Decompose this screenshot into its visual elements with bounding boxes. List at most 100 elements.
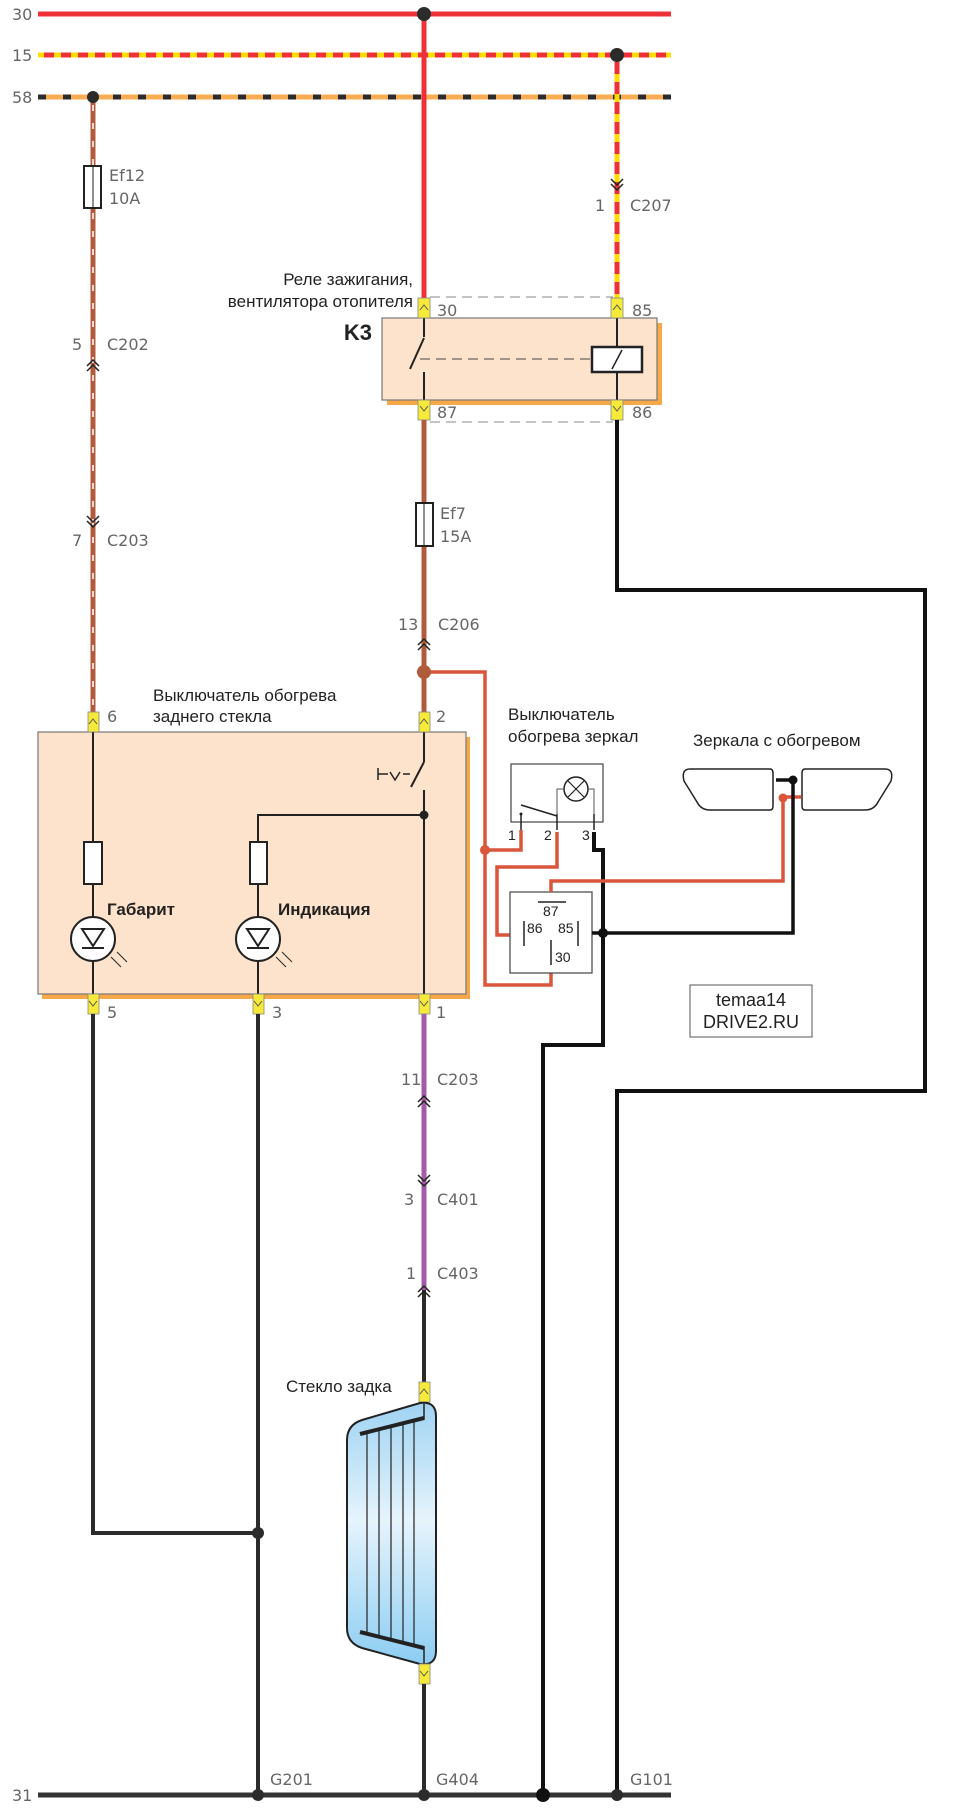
fuse-ef7: [415, 502, 434, 547]
connector-c202-pin: 5: [72, 335, 82, 354]
connector-c203a-pin: 7: [72, 531, 82, 550]
mirror-relay: [509, 891, 593, 974]
mirror-right-icon: [801, 768, 893, 811]
connector-c207-label: C207: [630, 196, 672, 215]
switch-pin-5-label: 5: [107, 1003, 117, 1022]
pin-glass-bottom: [418, 1663, 431, 1685]
connector-c401-icon: [417, 1174, 431, 1188]
connector-c207-pin: 1: [595, 196, 605, 215]
relay-k3: [381, 317, 662, 405]
junction-dot: [610, 48, 624, 62]
rear-glass-title: Стекло задка: [286, 1377, 392, 1396]
pin-1: [418, 993, 431, 1015]
rear-switch-title-2: заднего стекла: [153, 707, 272, 726]
junction-dot: [778, 793, 788, 803]
wire-mirror-switch-3-ground: [541, 832, 605, 1795]
bus-58-label: 58: [12, 88, 32, 107]
connector-c202-icon: [86, 358, 100, 372]
ground-g101-label: G101: [630, 1770, 673, 1789]
switch-contact-icon: [520, 804, 558, 817]
switch-pin-1-label: 1: [436, 1003, 446, 1022]
mirror-switch-title-1: Выключатель: [508, 705, 615, 724]
junction-dot: [788, 775, 798, 785]
switch-pin-6-label: 6: [107, 707, 117, 726]
pin-87: [417, 399, 431, 421]
junction-dot: [87, 91, 99, 103]
switch-pin-2-label: 2: [436, 707, 446, 726]
bus-31-label: 31: [12, 1786, 32, 1805]
connector-c203-icon: [417, 1094, 431, 1108]
connector-c203-icon: [86, 515, 100, 529]
mini-relay-30-label: 30: [555, 949, 571, 965]
fuse-ef12-rating: 10A: [109, 189, 140, 208]
connector-c206-icon: [417, 637, 431, 651]
pin-85: [610, 297, 624, 319]
connector-c206-pin: 13: [398, 615, 418, 634]
ground-junction: [611, 1789, 623, 1801]
led-gabarit-label: Габарит: [107, 900, 175, 919]
ground-junction: [252, 1789, 264, 1801]
junction-dot: [252, 1527, 264, 1539]
junction-dot: [417, 7, 431, 21]
fuse-ef12: [83, 165, 102, 209]
pin-5: [87, 993, 100, 1015]
wire-to-mirror-switch-pin1: [485, 830, 523, 852]
relay-k3-title-1: Реле зажигания,: [283, 270, 413, 289]
connector-c207-icon: [610, 178, 624, 192]
watermark-line1: temaa14: [716, 990, 786, 1010]
pin-2: [418, 711, 431, 733]
bus-30-label: 30: [12, 5, 32, 24]
mirror-switch-pin-1-label: 1: [508, 827, 516, 843]
bus-15-label: 15: [12, 46, 32, 65]
rear-defrost-switch: [37, 731, 470, 999]
fuse-ef7-rating: 15A: [440, 527, 471, 546]
fuse-ef7-name: Ef7: [440, 504, 466, 523]
connector-c403-icon: [417, 1284, 431, 1298]
led-indication-label: Индикация: [278, 900, 371, 919]
mirror-heat-switch: [510, 763, 604, 830]
rear-switch-title-1: Выключатель обогрева: [153, 686, 337, 705]
connector-c203b-pin: 11: [401, 1070, 421, 1089]
ground-g404-label: G404: [436, 1770, 479, 1789]
relay-pin-85-label: 85: [632, 301, 652, 320]
watermark-box: [689, 984, 813, 1038]
watermark-line2: DRIVE2.RU: [703, 1012, 799, 1032]
led-icon: [70, 916, 128, 968]
mini-relay-87-label: 87: [543, 903, 559, 919]
relay-k3-id: K3: [344, 320, 372, 345]
relay-pin-86-label: 86: [632, 403, 652, 422]
junction-dot: [480, 845, 490, 855]
pin-6: [87, 711, 100, 733]
connector-c203b-label: C203: [437, 1070, 479, 1089]
pin-30: [417, 297, 431, 319]
switch-contact-icon: [410, 761, 425, 788]
switch-pin-3-label: 3: [272, 1003, 282, 1022]
relay-pin-87-label: 87: [437, 403, 457, 422]
junction-dot: [598, 928, 608, 938]
connector-c401-pin: 3: [404, 1190, 414, 1209]
mini-relay-86-label: 86: [527, 920, 543, 936]
wire-relay-85-to-mirrors: [592, 778, 795, 935]
ground-g201-label: G201: [270, 1770, 313, 1789]
mirror-switch-pin-3-label: 3: [582, 827, 590, 843]
wire-mirror-switch-2-to-relay-86: [495, 832, 559, 937]
wire-junction-to-mini-relay-30: [424, 670, 553, 987]
mini-relay-85-label: 85: [558, 920, 574, 936]
fuse-ef12-name: Ef12: [109, 166, 145, 185]
wire-pin5-ground: [91, 1014, 258, 1535]
pin-glass-top: [418, 1381, 431, 1403]
connector-c203a-label: C203: [107, 531, 149, 550]
ground-junction: [536, 1788, 550, 1802]
connector-c403-pin: 1: [406, 1264, 416, 1283]
resistor-icon: [249, 841, 268, 885]
mirror-switch-pin-2-label: 2: [544, 827, 552, 843]
relay-pin-30-label: 30: [437, 301, 457, 320]
pin-3: [252, 993, 265, 1015]
ground-junction: [418, 1789, 430, 1801]
mirror-switch-title-2: обогрева зеркал: [508, 727, 638, 746]
connector-c401-label: C401: [437, 1190, 479, 1209]
connector-c206-label: C206: [438, 615, 480, 634]
wire-relay-86-ground: [615, 420, 927, 1795]
rear-glass-heater: [346, 1401, 437, 1666]
